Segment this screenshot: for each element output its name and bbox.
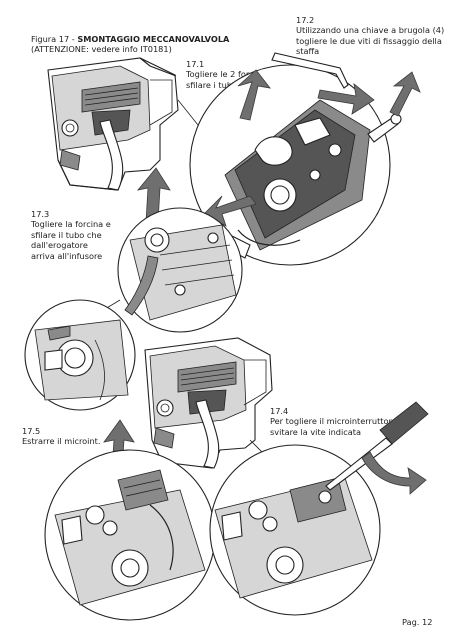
figure-prefix: Figura 17 - bbox=[31, 34, 78, 44]
detail-circle-17-1-drawing bbox=[189, 52, 402, 266]
rotate-arrow-icon bbox=[361, 451, 427, 495]
figure-title: SMONTAGGIO MECCANOVALVOLA bbox=[77, 34, 230, 44]
detail-circle-17-3-drawing bbox=[117, 207, 243, 333]
step-17-5-label: 17.5 Estrarre il microint. bbox=[22, 426, 101, 447]
detail-circle-17-5-top-drawing bbox=[24, 299, 136, 411]
detail-circle-17-5-drawing bbox=[44, 449, 216, 621]
arrow-up-right-icon bbox=[389, 71, 421, 117]
step-17-4-label: 17.4 Per togliere il microinterruttore s… bbox=[270, 406, 397, 437]
step-17-1-label: 17.1 Togliere le 2 forcine e sfilare i t… bbox=[186, 59, 274, 90]
page-number: Pag. 12 bbox=[402, 617, 433, 627]
arrow-up-icon bbox=[237, 69, 271, 121]
brewing-unit-bottom-drawing bbox=[144, 337, 273, 469]
figure-caption: Figura 17 - SMONTAGGIO MECCANOVALVOLA (A… bbox=[31, 34, 229, 55]
detail-circle-17-4-drawing bbox=[209, 401, 429, 616]
step-17-2-label: 17.2 Utilizzando una chiave a brugola (4… bbox=[296, 15, 445, 57]
arrow-right-icon bbox=[317, 83, 375, 115]
brewing-unit-top-drawing bbox=[47, 57, 179, 191]
step-17-3-label: 17.3 Togliere la forcina e sfilare il tu… bbox=[31, 209, 111, 261]
figure-note: (ATTENZIONE: vedere info IT0181) bbox=[31, 44, 172, 55]
